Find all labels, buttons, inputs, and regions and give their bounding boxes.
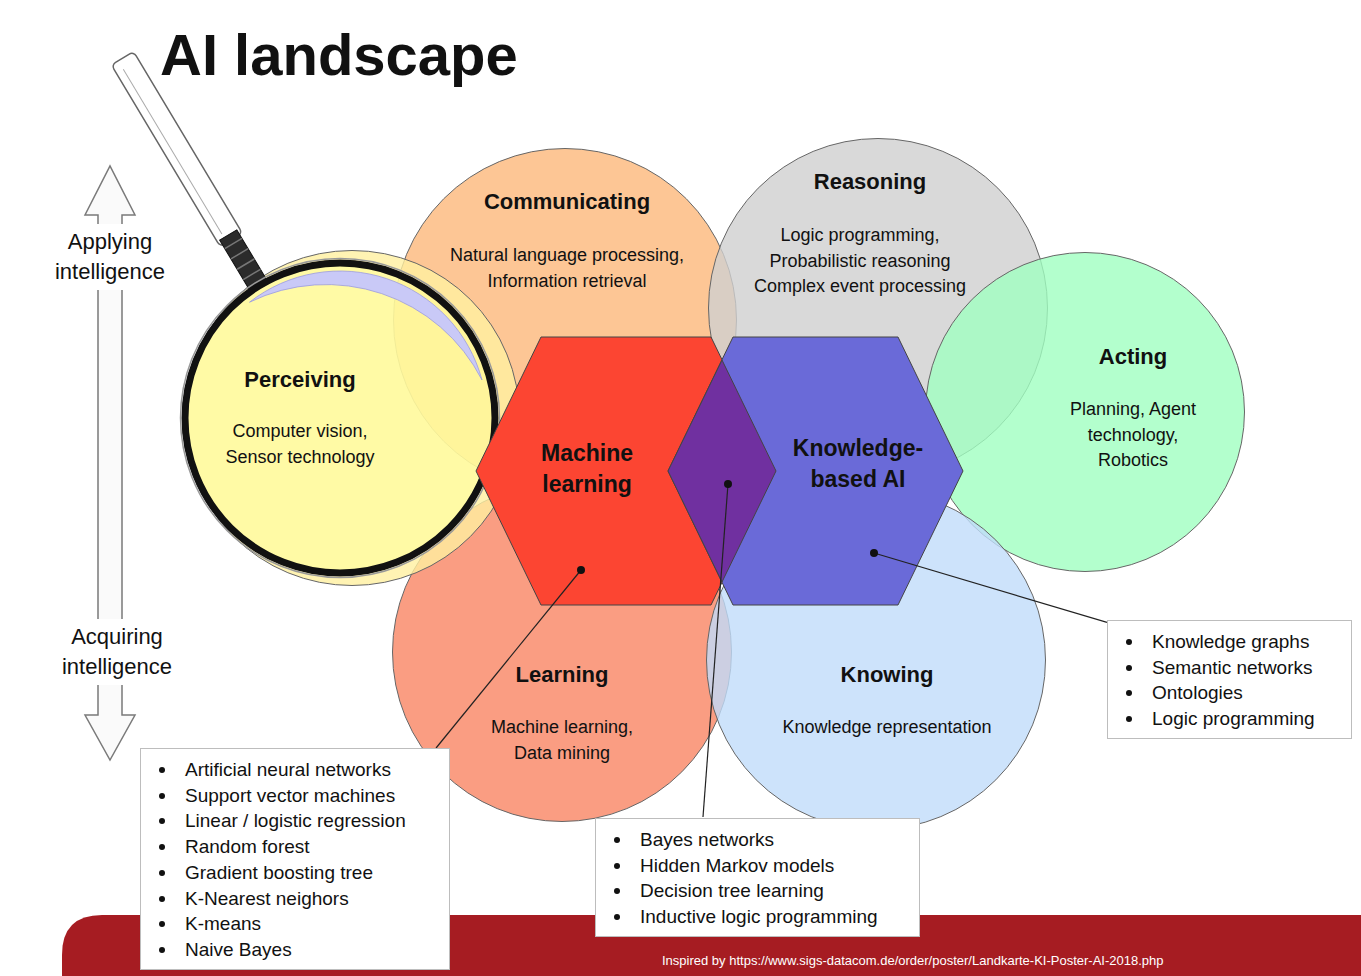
handle-line	[123, 69, 222, 234]
page-title: AI landscape	[160, 22, 518, 89]
topic-heading: Perceiving	[200, 367, 400, 393]
collar-ring	[237, 259, 254, 269]
leader-dot	[577, 566, 585, 574]
text-slot: AI landscape	[160, 22, 518, 89]
topic-circle: ReasoningLogic programming, Probabilisti…	[708, 138, 1048, 478]
text-slot: Communicating	[427, 189, 707, 215]
text-slot: Acting	[1033, 344, 1233, 370]
topic-body: Computer vision, Sensor technology	[218, 419, 383, 470]
topic-heading: Knowing	[787, 662, 987, 688]
text-slot: Machine learning	[512, 438, 662, 500]
text-slot: Inspired by https://www.sigs-datacom.de/…	[662, 953, 1163, 969]
text-slot: Acquiring intelligence	[52, 619, 182, 685]
leader-dot	[724, 480, 732, 488]
text-slot: Logic programming, Probabilistic reasoni…	[744, 223, 976, 300]
node-shape	[706, 490, 1046, 830]
bullet-item: Support vector machines	[157, 783, 395, 809]
hexagon-outline	[668, 337, 963, 605]
bullet-item: Decision tree learning	[612, 878, 824, 904]
overlap-diamond	[668, 360, 776, 582]
text-slot: Computer vision, Sensor technology	[218, 419, 383, 470]
callout-box: Knowledge graphsSemantic networksOntolog…	[1107, 620, 1352, 739]
topic-body: Logic programming, Probabilistic reasoni…	[744, 223, 976, 300]
bullet-item: Hidden Markov models	[612, 853, 834, 879]
text-slot: Planning, Agent technology, Robotics	[1058, 397, 1208, 474]
circle-outline	[185, 251, 520, 586]
source-caption: Inspired by https://www.sigs-datacom.de/…	[662, 953, 1163, 969]
bullet-item: Inductive logic programming	[612, 904, 878, 930]
lens-glare	[250, 271, 483, 380]
method-title: Knowledge-based AI	[783, 433, 933, 495]
bullet-item: Ontologies	[1124, 680, 1243, 706]
text-slot: Machine learning, Data mining	[477, 715, 647, 766]
bullet-item: K-Nearest neighors	[157, 886, 349, 912]
axis-label: Applying intelligence	[45, 224, 175, 290]
topic-heading: Reasoning	[750, 169, 990, 195]
bullet-item: Logic programming	[1124, 706, 1315, 732]
topic-body: Natural language processing, Information…	[436, 243, 698, 294]
collar-ring	[225, 238, 242, 248]
topic-circle: PerceivingComputer vision, Sensor techno…	[184, 250, 520, 586]
lens-rim	[181, 259, 500, 578]
callout-box: Artificial neural networksSupport vector…	[140, 748, 450, 970]
method-hexagon: Knowledge-based AI	[668, 337, 963, 605]
collar-ring	[231, 249, 248, 259]
collar-ring	[243, 269, 260, 279]
text-slot: Applying intelligence	[45, 224, 175, 290]
topic-circle: KnowingKnowledge representation	[706, 490, 1046, 830]
bullet-item: Gradient boosting tree	[157, 860, 373, 886]
text-slot: Knowledge-based AI	[783, 433, 933, 495]
bullet-item: Linear / logistic regression	[157, 808, 406, 834]
topic-body: Knowledge representation	[737, 715, 1037, 741]
bullet-item: Naive Bayes	[157, 937, 292, 963]
callout-box: Bayes networksHidden Markov modelsDecisi…	[595, 818, 920, 937]
topic-heading: Communicating	[427, 189, 707, 215]
text-slot: Learning	[462, 662, 662, 688]
text-slot: Reasoning	[750, 169, 990, 195]
text-slot: Natural language processing, Information…	[436, 243, 698, 294]
axis-label: Acquiring intelligence	[52, 619, 182, 685]
leader-dot	[870, 549, 878, 557]
lens-glass	[185, 263, 495, 573]
topic-heading: Acting	[1033, 344, 1233, 370]
text-slot: Perceiving	[200, 367, 400, 393]
text-slot: Knowledge representation	[737, 715, 1037, 741]
bullet-item: Knowledge graphs	[1124, 629, 1309, 655]
bullet-item: Bayes networks	[612, 827, 774, 853]
topic-body: Machine learning, Data mining	[477, 715, 647, 766]
topic-circle: ActingPlanning, Agent technology, Roboti…	[925, 252, 1245, 572]
text-slot: Knowing	[787, 662, 987, 688]
topic-heading: Learning	[462, 662, 662, 688]
method-hexagon: Machine learning	[476, 337, 776, 605]
node-shape	[184, 250, 520, 586]
topic-body: Planning, Agent technology, Robotics	[1058, 397, 1208, 474]
bullet-item: Semantic networks	[1124, 655, 1313, 681]
bullet-item: Random forest	[157, 834, 310, 860]
method-title: Machine learning	[512, 438, 662, 500]
bullet-item: K-means	[157, 911, 261, 937]
bullet-item: Artificial neural networks	[157, 757, 391, 783]
